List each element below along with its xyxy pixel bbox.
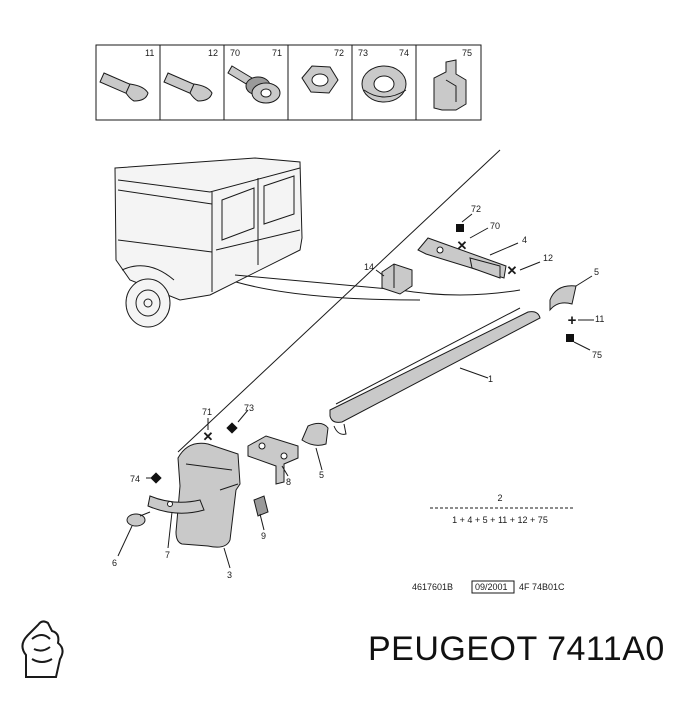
cross-marker-71: ✕ bbox=[203, 429, 214, 444]
bracket-8 bbox=[247, 435, 299, 485]
peugeot-lion-logo-icon bbox=[21, 620, 64, 678]
kit-legend: 2 1 + 4 + 5 + 11 + 12 + 75 bbox=[430, 493, 574, 525]
bolt-icon bbox=[99, 72, 149, 102]
ref-date: 09/2001 bbox=[475, 582, 508, 592]
callout-5-upper: 5 bbox=[594, 267, 599, 277]
callout-12: 12 bbox=[543, 253, 553, 263]
callout-9: 9 bbox=[261, 531, 266, 541]
kit-number: 2 bbox=[497, 493, 502, 503]
callout-5-lower: 5 bbox=[319, 470, 324, 480]
hw-label-11: 11 bbox=[145, 48, 154, 58]
callout-6: 6 bbox=[112, 558, 117, 568]
callout-14: 14 bbox=[364, 262, 374, 272]
trim-strip-7 bbox=[147, 495, 205, 514]
square-marker-74 bbox=[150, 472, 162, 484]
clip-6 bbox=[126, 511, 151, 527]
callout-1: 1 bbox=[488, 374, 493, 384]
hardware-strip: 11 12 70 71 72 73 74 75 bbox=[95, 44, 482, 121]
hw-label-71: 71 bbox=[272, 48, 282, 58]
callout-74: 74 bbox=[130, 474, 140, 484]
callout-75: 75 bbox=[592, 350, 602, 360]
callout-11: 11 bbox=[595, 314, 604, 324]
square-marker-73 bbox=[226, 422, 238, 434]
callout-7: 7 bbox=[165, 550, 170, 560]
sill-trim-1 bbox=[329, 307, 541, 435]
cross-marker-12: ✕ bbox=[507, 263, 518, 278]
mud-flap-3 bbox=[175, 442, 241, 548]
callout-4: 4 bbox=[522, 235, 527, 245]
grille-9 bbox=[253, 495, 269, 517]
callout-71: 71 bbox=[202, 407, 212, 417]
grommet-icon bbox=[361, 65, 407, 103]
hw-label-72: 72 bbox=[334, 48, 344, 58]
hw-label-12: 12 bbox=[208, 48, 218, 58]
footer-ref: 4617601B 09/2001 4F 74B01C bbox=[412, 580, 565, 594]
bracket-4 bbox=[417, 237, 507, 279]
hw-label-73: 73 bbox=[358, 48, 368, 58]
square-marker-72 bbox=[456, 224, 464, 232]
hex-nut-icon bbox=[301, 65, 339, 94]
ref-code: 4F 74B01C bbox=[519, 582, 565, 592]
brand-title: PEUGEOT 7411A0 bbox=[368, 630, 665, 668]
van-illustration bbox=[114, 157, 303, 328]
callout-8: 8 bbox=[286, 477, 291, 487]
screw-washer-icon bbox=[227, 65, 281, 104]
kit-contents: 1 + 4 + 5 + 11 + 12 + 75 bbox=[452, 515, 548, 525]
end-cap-5-upper bbox=[549, 285, 577, 312]
callout-3: 3 bbox=[227, 570, 232, 580]
ref-number: 4617601B bbox=[412, 582, 453, 592]
hw-label-70: 70 bbox=[230, 48, 240, 58]
cross-marker-70: ✕ bbox=[457, 238, 468, 253]
callout-70: 70 bbox=[490, 221, 500, 231]
end-cap-5-lower bbox=[301, 422, 329, 446]
hw-label-75: 75 bbox=[462, 48, 472, 58]
hw-label-74: 74 bbox=[399, 48, 409, 58]
callout-73: 73 bbox=[244, 403, 254, 413]
square-marker-75 bbox=[566, 334, 574, 342]
clip-icon bbox=[433, 59, 467, 111]
bolt-icon bbox=[163, 72, 213, 102]
cap-14 bbox=[381, 263, 413, 295]
callout-72: 72 bbox=[471, 204, 481, 214]
plus-marker-11: + bbox=[568, 312, 577, 329]
